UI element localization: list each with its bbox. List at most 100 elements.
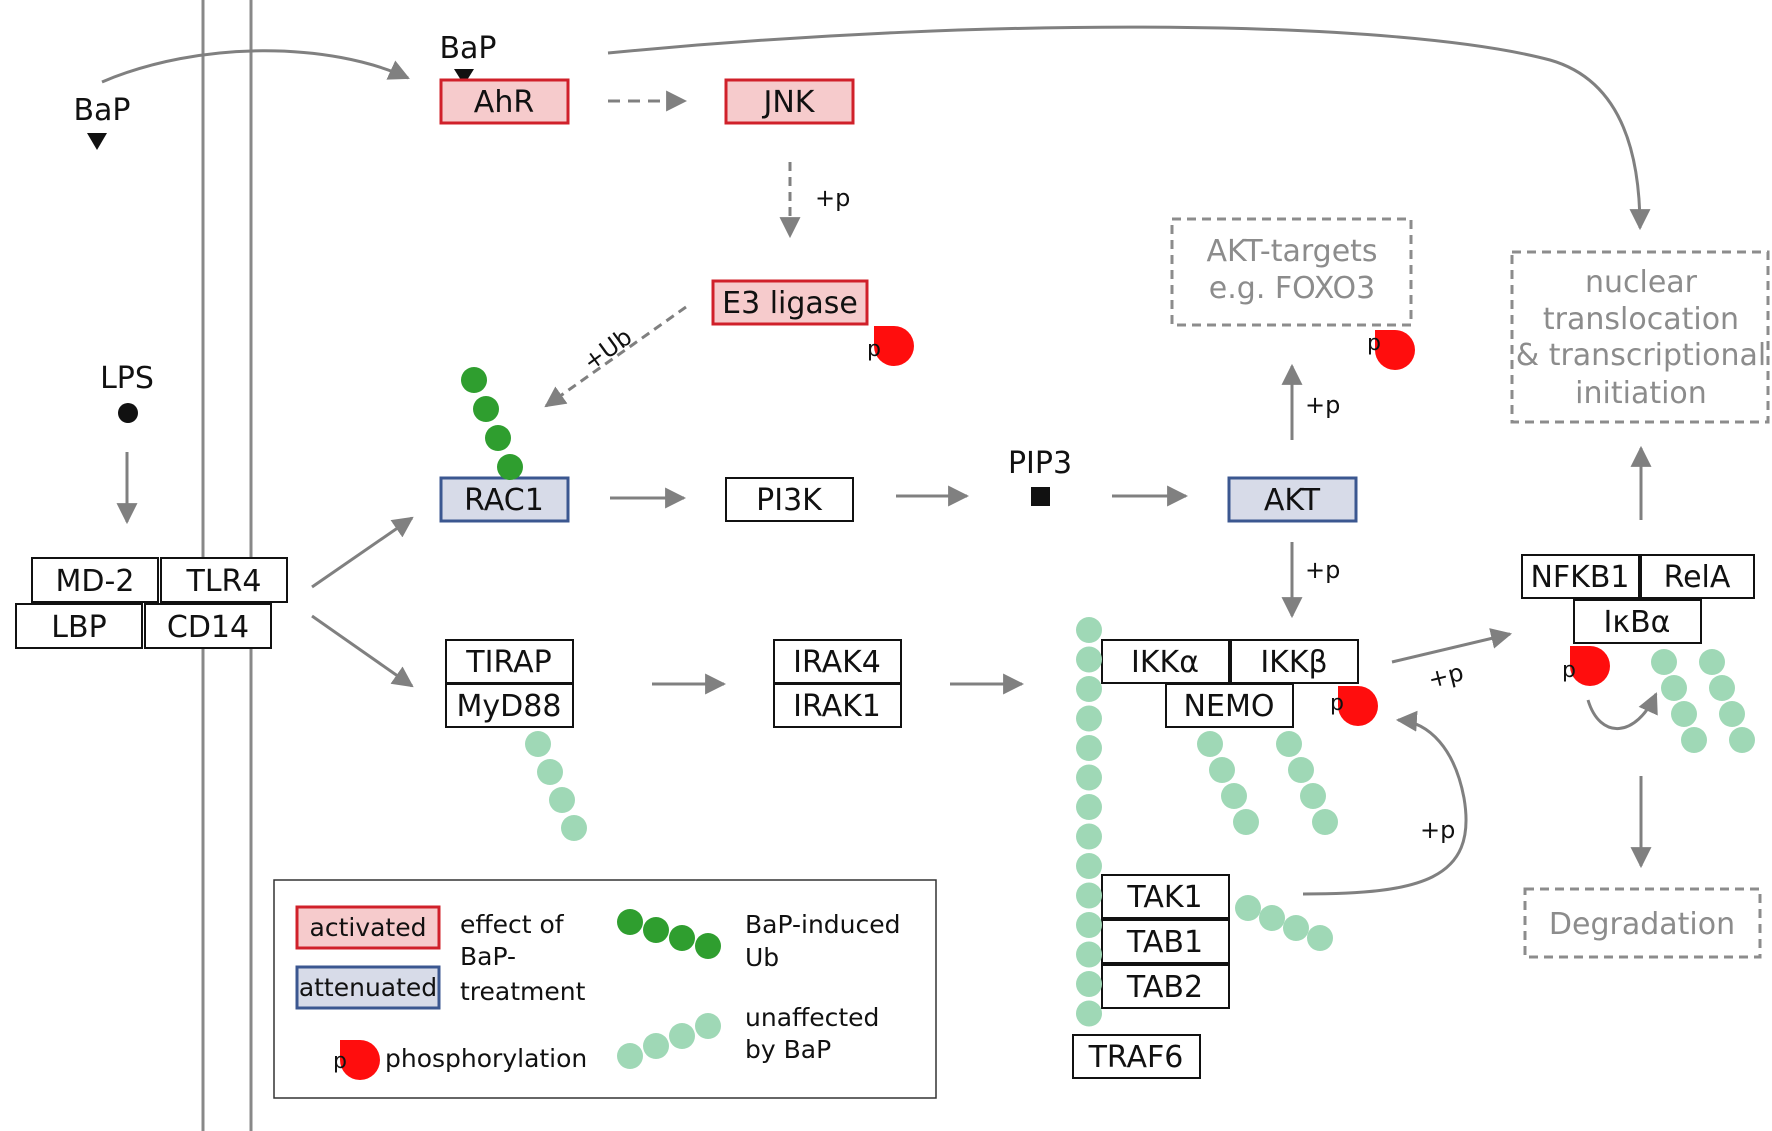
cd14-box — [144, 603, 272, 649]
tirap-label: TIRAP — [465, 645, 551, 680]
legend-ub-induced-icon-bead — [643, 917, 669, 943]
svg-text:p: p — [1330, 691, 1344, 716]
ub-chain-ikba-right-bead — [1729, 727, 1755, 753]
lps-dot — [118, 403, 138, 423]
e3-ligase-box — [711, 279, 869, 326]
legend-attenuated-label: attenuated — [299, 973, 437, 1002]
arrow-bap-to-ahr — [101, 49, 410, 84]
ub-chain-ikba-left — [1651, 649, 1707, 753]
edge-label-ikk-nfkb: +p — [1425, 658, 1466, 694]
ligands: BaP BaP LPS PIP3 — [73, 31, 1072, 506]
ub-chain-nemo-left-bead — [1209, 757, 1235, 783]
nemo-label: NEMO — [1184, 689, 1275, 724]
phosphorylation-marks: p p p p — [867, 326, 1610, 726]
arrow-phospho-to-ub — [1586, 692, 1658, 730]
degradation-label: Degradation — [1549, 907, 1735, 942]
legend-activated-label: activated — [310, 913, 427, 942]
bap-inside-label: BaP — [439, 31, 496, 66]
akt-targets-box — [1170, 217, 1413, 327]
ahr-box — [439, 78, 570, 125]
ahr-label: AhR — [474, 85, 534, 120]
svg-text:p: p — [333, 1049, 347, 1074]
legend-ub-samples — [617, 909, 721, 1069]
irak4-box — [773, 639, 902, 684]
legend-attenuated-swatch — [295, 965, 441, 1010]
pathway-nodes: AhR JNK E3 ligase RAC1 AKT PI3K TIRAP My… — [439, 78, 1755, 1009]
legend-ub-unaffected-icon-bead — [643, 1033, 669, 1059]
arrow-ahr-to-nucleus — [607, 25, 1651, 231]
svg-text:p: p — [867, 337, 881, 362]
ub-chain-ikba-left-bead — [1671, 701, 1697, 727]
akt-targets-line2: e.g. FOXO3 — [1209, 271, 1375, 306]
ub-chain-ikba-right-bead — [1699, 649, 1725, 675]
legend-phospho-icon: p — [333, 1040, 380, 1080]
pip3-label: PIP3 — [1008, 446, 1072, 481]
ub-chain-myd88-bead — [537, 759, 563, 785]
ub-chain-nemo-right-bead — [1312, 809, 1338, 835]
traf6-box — [1072, 1034, 1201, 1079]
tirap-box — [445, 639, 574, 684]
ub-chain-traf6 — [1076, 617, 1102, 1027]
pip3-square — [1031, 487, 1050, 506]
ikka-label: IKKα — [1131, 645, 1199, 680]
ikba-label: IκBα — [1604, 605, 1671, 640]
ub-chain-nemo-left-bead — [1221, 783, 1247, 809]
legend-unaffected-line2: by BaP — [745, 1035, 831, 1064]
ub-chain-traf6-bead — [1076, 676, 1102, 702]
legend-ub-unaffected-icon — [617, 1013, 721, 1069]
myd88-box — [445, 683, 574, 728]
legend-phosphorylation-label: phosphorylation — [385, 1044, 587, 1073]
ub-chain-nemo-left-bead — [1233, 809, 1259, 835]
tab1-label: TAB1 — [1126, 925, 1203, 960]
ub-chain-traf6-bead — [1076, 971, 1102, 997]
ub-chain-myd88 — [525, 731, 587, 841]
phospho-ikba: p — [1562, 646, 1610, 686]
receptor-complex: MD-2 TLR4 LBP CD14 — [15, 557, 288, 649]
nuclear-line4: initiation — [1575, 376, 1707, 411]
ub-chain-myd88-bead — [549, 787, 575, 813]
ub-chain-nemo-left-bead — [1197, 731, 1223, 757]
arrows — [101, 25, 1658, 896]
ub-chain-nemo-left — [1197, 731, 1259, 835]
legend-ub-induced-icon-bead — [695, 933, 721, 959]
ub-chain-rac1-bead — [485, 425, 511, 451]
ub-chain-traf6-bead — [1076, 853, 1102, 879]
legend-ub-induced-icon-bead — [669, 925, 695, 951]
edge-label-akt-targets: +p — [1305, 391, 1340, 419]
ub-chain-tak1-bead — [1259, 905, 1285, 931]
jnk-label: JNK — [762, 85, 816, 120]
irak1-label: IRAK1 — [793, 689, 881, 724]
bap-outside-label: BaP — [73, 93, 130, 128]
legend-effect-line1: effect of — [460, 910, 565, 939]
ub-chain-traf6-bead — [1076, 941, 1102, 968]
tlr4-label: TLR4 — [186, 564, 262, 599]
irak4-label: IRAK4 — [793, 645, 881, 680]
svg-text:p: p — [1562, 658, 1576, 683]
ub-chain-ikba-right-bead — [1709, 675, 1735, 701]
ub-chain-traf6-bead — [1076, 646, 1102, 673]
ikba-box — [1573, 599, 1702, 644]
ub-chain-traf6-bead — [1076, 912, 1102, 938]
traf6-node: TRAF6 — [1072, 1034, 1201, 1079]
phospho-akt-targets: p — [1367, 330, 1415, 370]
ub-chain-rac1-bead — [473, 396, 499, 422]
lps-label: LPS — [100, 361, 154, 396]
edge-label-tak1-ikk: +p — [1420, 816, 1455, 844]
edge-label-jnk-e3: +p — [815, 184, 850, 212]
ub-chain-traf6-bead — [1076, 764, 1102, 791]
legend-ub-induced-icon-bead — [617, 909, 643, 935]
traf6-label: TRAF6 — [1088, 1040, 1184, 1075]
ub-chain-ikba-left-bead — [1661, 675, 1687, 701]
ub-chain-rac1 — [461, 367, 523, 480]
ub-chain-tak1 — [1235, 895, 1333, 951]
phospho-ikkb: p — [1330, 686, 1378, 726]
ub-chain-nemo-right-bead — [1288, 757, 1314, 783]
ub-chain-myd88-bead — [561, 815, 587, 841]
edge-label-akt-ikk: +p — [1305, 556, 1340, 584]
ub-chain-myd88-bead — [525, 731, 551, 757]
tak1-label: TAK1 — [1126, 880, 1202, 915]
rela-box — [1640, 554, 1755, 599]
tlr4-box — [160, 557, 288, 603]
ubiquitin-chains — [461, 367, 1755, 1027]
